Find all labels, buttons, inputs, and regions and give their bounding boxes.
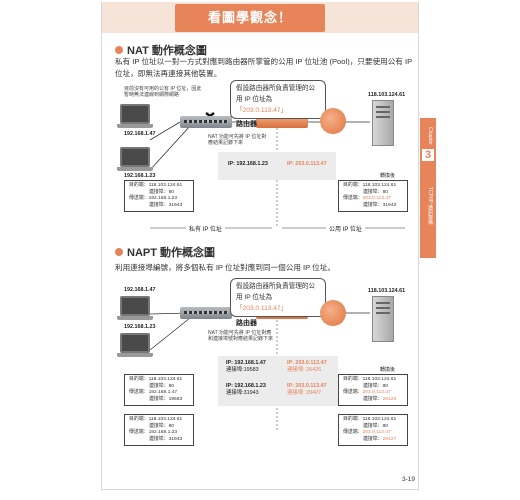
nat-host2-laptop-icon xyxy=(117,147,153,171)
napt-host1-ip: 192.168.1.47 xyxy=(124,287,156,293)
napt-mapping-band xyxy=(218,356,338,406)
bullet-dot-icon xyxy=(115,46,123,54)
chapter-number: 3 xyxy=(422,149,434,161)
napt-switch-icon xyxy=(180,307,232,319)
napt-host2-laptop-icon xyxy=(117,333,153,357)
chapter-label: Chapter xyxy=(427,127,433,145)
napt-packet2-before: 目的端：118.103.124.61 連接埠：80 傳送端：192.168.1.… xyxy=(124,414,194,447)
bullet-dot-icon xyxy=(115,248,123,256)
nat-server-ip: 118.103.124.61 xyxy=(368,92,406,98)
nat-public-zone-label: 公用 IP 位址 xyxy=(326,224,365,233)
nat-blocked-note: 目前沒有可用的公有 IP 位址，因此暫時無法連線到網際網路 xyxy=(124,86,202,99)
nat-packet-after: 目的端：118.103.124.61 連接埠：80 傳送端：203.0.113.… xyxy=(338,180,408,213)
nat-map-public: IP: 203.0.113.47 xyxy=(287,161,327,167)
napt-internet-globe-icon xyxy=(320,300,346,326)
nat-router-note: NAT 功能可先將 IP 位址對應結果記錄下來 xyxy=(208,134,267,147)
nat-map-private: IP: 192.168.1.23 xyxy=(228,161,268,167)
nat-description: 私有 IP 位址以一對一方式對應到路由器所掌管的公用 IP 位址池 (Pool)… xyxy=(115,57,413,78)
napt-packet1-after: 目的端：118.103.124.61 連接埠：80 傳送端：203.0.113.… xyxy=(338,374,408,407)
napt-server-ip: 118.103.124.61 xyxy=(368,288,406,294)
nat-host1-ip: 192.168.1.47 xyxy=(124,131,156,137)
napt-router-note: NAT 功能可先將 IP 位址對應和連接埠號對應結果記錄下來 xyxy=(208,330,274,343)
napt-section-title: NAPT 動作概念圖 xyxy=(115,244,215,260)
nat-mapping-band xyxy=(218,152,336,180)
page-frame xyxy=(101,2,419,490)
nat-switch-icon xyxy=(180,116,232,128)
napt-bubble: 假設路由器所負責管理的公用 IP 位址為「203.0.113.47」 xyxy=(230,278,326,317)
nat-bubble: 假設路由器所負責管理的公用 IP 位址為「203.0.113.47」 xyxy=(230,80,326,119)
nat-host2-ip: 192.168.1.23 xyxy=(124,173,156,179)
nat-host1-laptop-icon xyxy=(117,104,153,128)
napt-server-icon xyxy=(372,296,394,342)
chapter-topic: TCP/IP 通訊架構 xyxy=(427,187,433,225)
page-number: 3-19 xyxy=(402,476,416,483)
napt-map2-public: IP: 203.0.113.47 連接埠: 29427 xyxy=(287,383,327,396)
napt-host2-ip: 192.168.1.23 xyxy=(124,324,156,330)
nat-section-title: NAT 動作概念圖 xyxy=(115,42,207,58)
nat-internet-globe-icon xyxy=(320,108,346,134)
napt-host1-laptop-icon xyxy=(117,296,153,320)
napt-map1-private: IP: 192.168.1.47 連接埠:19583 xyxy=(226,360,266,373)
napt-description: 利用連接埠編號，將多個私有 IP 位址對應到同一個公用 IP 位址。 xyxy=(115,263,335,272)
napt-map2-private: IP: 192.168.1.23 連接埠:31943 xyxy=(226,383,266,396)
chapter-side-tab: Chapter 3 TCP/IP 通訊架構 xyxy=(420,118,436,258)
banner-title: 看圖學觀念！ xyxy=(175,4,325,32)
nat-server-icon xyxy=(372,100,394,146)
nat-router-label: 路由器 xyxy=(236,121,257,128)
nat-private-zone-label: 私有 IP 位址 xyxy=(186,224,225,233)
nat-after-label: 轉換後 xyxy=(380,173,396,179)
napt-map1-public: IP: 203.0.113.47 連接埠: 26426 xyxy=(287,360,327,373)
napt-packet2-after: 目的端：118.103.124.61 連接埠：80 傳送端：203.0.113.… xyxy=(338,414,408,447)
napt-packet1-before: 目的端：118.103.124.61 連接埠：80 傳送端：192.168.1.… xyxy=(124,374,194,407)
napt-router-label: 路由器 xyxy=(236,320,257,327)
napt-after-label: 轉換後 xyxy=(380,367,396,373)
nat-packet-before: 目的端：118.103.124.61 連接埠：80 傳送端：192.168.1.… xyxy=(124,180,194,213)
